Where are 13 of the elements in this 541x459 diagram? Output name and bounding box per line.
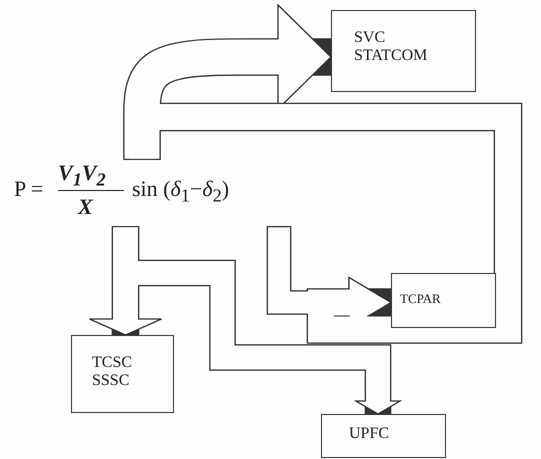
equation-text: sin (δ$_{1}$−δ$_{2}$) xyxy=(132,176,230,206)
device-box xyxy=(321,414,446,458)
device-box xyxy=(71,335,174,413)
block-arrow xyxy=(88,226,162,336)
device-box xyxy=(331,10,476,92)
power-equation xyxy=(391,273,496,328)
fraction-denominator: X xyxy=(78,194,94,220)
device-label: TCPAR xyxy=(400,292,442,307)
equation-text: P = xyxy=(14,176,44,202)
fraction-numerator: V$_{1}$V$_{2}$ xyxy=(58,160,124,192)
device-label: UPFC xyxy=(349,425,390,444)
device-label: TCSC SSSC xyxy=(92,354,134,391)
device-label: SVC STATCOM xyxy=(354,29,428,66)
